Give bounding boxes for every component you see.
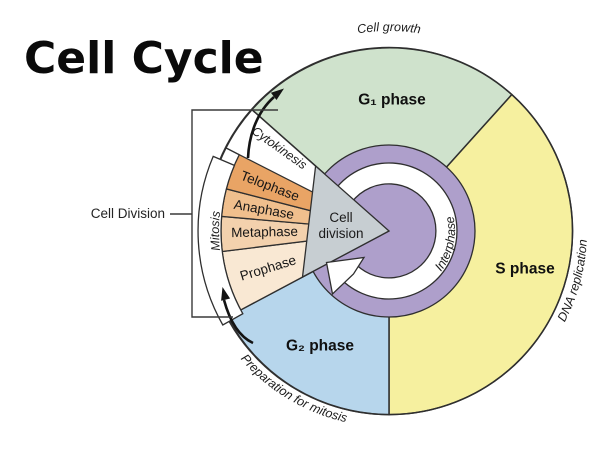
cell-division-bracket-label: Cell Division — [91, 206, 165, 221]
cell-growth-label: Cell growth — [356, 20, 421, 36]
cytokinesis-to-g1-arrowhead — [270, 88, 284, 100]
cycle-ring-arrowhead — [325, 256, 366, 296]
g1-phase-label: G₁ phase — [358, 92, 426, 109]
metaphase-label: Metaphase — [231, 224, 298, 240]
s-phase-label: S phase — [495, 261, 555, 278]
mitosis-band — [197, 155, 244, 326]
cytokinesis-to-g1-arrow — [246, 96, 275, 159]
cell-division-wedge — [301, 164, 391, 279]
g2-to-mitosis-arrow — [222, 299, 254, 345]
center-wedge-label-line2: division — [318, 226, 363, 241]
mitosis-band-label: Mitosis — [208, 210, 223, 251]
cytokinesis-telophase-divider — [225, 146, 240, 156]
g2-to-mitosis-arrowhead — [221, 287, 231, 301]
page-title: Cell Cycle — [24, 33, 264, 84]
g2-phase-label: G₂ phase — [286, 338, 354, 355]
center-wedge-label-line1: Cell — [329, 210, 352, 225]
